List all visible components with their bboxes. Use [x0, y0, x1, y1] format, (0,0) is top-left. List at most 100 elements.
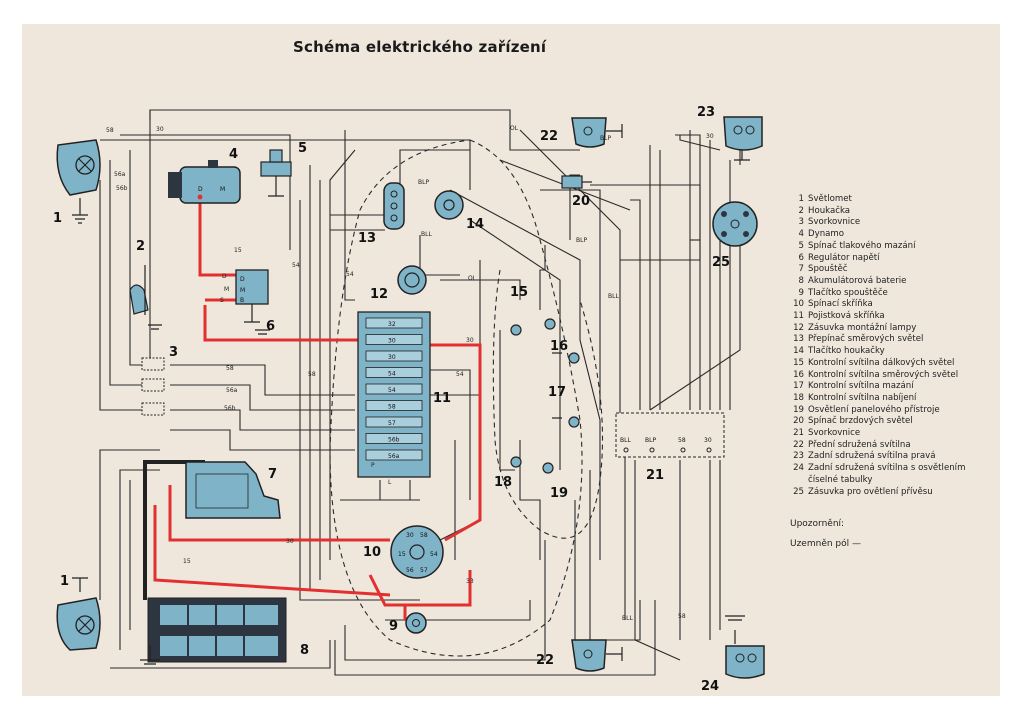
- legend-text: Dynamo: [808, 229, 845, 240]
- legend-number: 16: [793, 369, 804, 380]
- legend-text: Kontrolní svítilna směrových světel: [808, 369, 959, 380]
- battery: [140, 597, 287, 665]
- callout-23: 23: [697, 105, 715, 120]
- callout-11: 11: [433, 391, 451, 406]
- legend-number: 9: [798, 287, 804, 298]
- terminal-block-left: [141, 357, 165, 416]
- svg-text:M: M: [240, 287, 245, 294]
- diagram-sheet: [22, 24, 1000, 696]
- fuse-slot: [365, 416, 423, 428]
- legend-text: Akumulátorová baterie: [808, 275, 907, 286]
- callout-1: 1: [60, 574, 69, 589]
- wire-label: BLL: [421, 231, 432, 238]
- legend-text: Spínací skříňka: [808, 299, 873, 310]
- legend-text: Regulátor napětí: [808, 252, 880, 263]
- rear-lamp-right: [723, 116, 763, 161]
- fuse-terminal-label: 58: [388, 404, 396, 411]
- wire-label: 30: [286, 538, 294, 545]
- indicator-lamps: [510, 318, 580, 474]
- legend-number: 8: [798, 275, 804, 286]
- notes: Upozornění: Uzemněn pól —: [790, 519, 861, 559]
- legend-number: 23: [793, 451, 804, 462]
- legend-number: 4: [798, 229, 804, 240]
- wire-label: 33: [466, 578, 474, 585]
- headlamp-top: [56, 139, 101, 224]
- fuse-terminal-label: 57: [388, 420, 396, 427]
- trailer-socket: [712, 201, 758, 247]
- wire-label: 30: [156, 126, 164, 133]
- legend-number: 1: [798, 194, 804, 204]
- wire-label: BLL: [608, 293, 619, 300]
- legend-number: 21: [793, 428, 804, 439]
- legend-text: Kontrolní svítilna nabíjení: [808, 392, 917, 403]
- legend-text: Zadní sdružená svítilna s osvětlením čís…: [808, 463, 966, 485]
- callout-5: 5: [298, 141, 307, 156]
- legend-text: Houkačka: [808, 205, 851, 216]
- diagram-title: Schéma elektrického zařízení: [293, 38, 547, 56]
- red-wiring: [153, 195, 482, 620]
- legend-number: 5: [798, 240, 804, 251]
- wire-label: 54: [346, 271, 354, 278]
- ground-symbols: [255, 329, 562, 419]
- wire-label: L: [388, 479, 392, 486]
- wire-label: M: [224, 286, 229, 293]
- svg-text:58: 58: [420, 532, 428, 539]
- legend-text: Spouštěč: [808, 264, 848, 275]
- dashed-wiring: [329, 139, 603, 657]
- svg-text:BLP: BLP: [645, 437, 656, 444]
- turn-signal-switch: [383, 182, 405, 230]
- legend-text: Svorkovnice: [808, 428, 861, 439]
- wire-label: 30: [706, 133, 714, 140]
- legend-number: 24: [793, 463, 804, 474]
- wire-label: 30: [466, 337, 474, 344]
- wire-label: 15: [183, 558, 191, 565]
- legend-number: 12: [793, 322, 804, 333]
- legend-text: Spínač brzdových světel: [808, 416, 913, 427]
- legend-item: 24 Zadní sdružená svítilna s osvětlením č…: [790, 463, 1015, 486]
- callout-3: 3: [169, 345, 178, 360]
- callout-12: 12: [370, 287, 388, 302]
- svg-text:BLL: BLL: [620, 437, 631, 444]
- callout-18: 18: [494, 475, 512, 490]
- callout-17: 17: [548, 385, 566, 400]
- callout-4: 4: [229, 147, 238, 162]
- front-combined-lamp-top: [571, 117, 623, 148]
- wire-label: 56a: [114, 171, 126, 178]
- svg-text:B: B: [240, 297, 244, 304]
- oil-pressure-switch: [260, 149, 292, 197]
- legend-number: 17: [793, 381, 804, 392]
- wire-label: OL: [468, 275, 477, 282]
- legend-item: 4 Dynamo: [790, 229, 1015, 241]
- svg-text:57: 57: [420, 567, 428, 574]
- svg-text:D: D: [240, 276, 245, 283]
- callout-9: 9: [389, 619, 398, 634]
- fuse-terminal-label: 32: [388, 321, 396, 328]
- legend-number: 3: [798, 217, 804, 228]
- legend-item: 12 Zásuvka montážní lampy: [790, 323, 1015, 335]
- callout-16: 16: [550, 339, 568, 354]
- svg-text:58: 58: [678, 437, 686, 444]
- legend-number: 14: [793, 346, 804, 357]
- fuse-slot: [365, 433, 423, 444]
- fuse-terminal-label: 56a: [388, 453, 400, 460]
- legend-text: Pojistková skříňka: [808, 311, 885, 322]
- warning-note: Upozornění:: [790, 519, 845, 529]
- brake-light-switch: [561, 175, 592, 189]
- legend-text: Zásuvka montážní lampy: [808, 322, 917, 333]
- legend-number: 25: [793, 486, 804, 497]
- wire-label: 58: [308, 371, 316, 378]
- fuse-slot: [365, 334, 423, 345]
- legend-text: Svorkovnice: [808, 217, 861, 228]
- wire-label: OL: [510, 125, 519, 132]
